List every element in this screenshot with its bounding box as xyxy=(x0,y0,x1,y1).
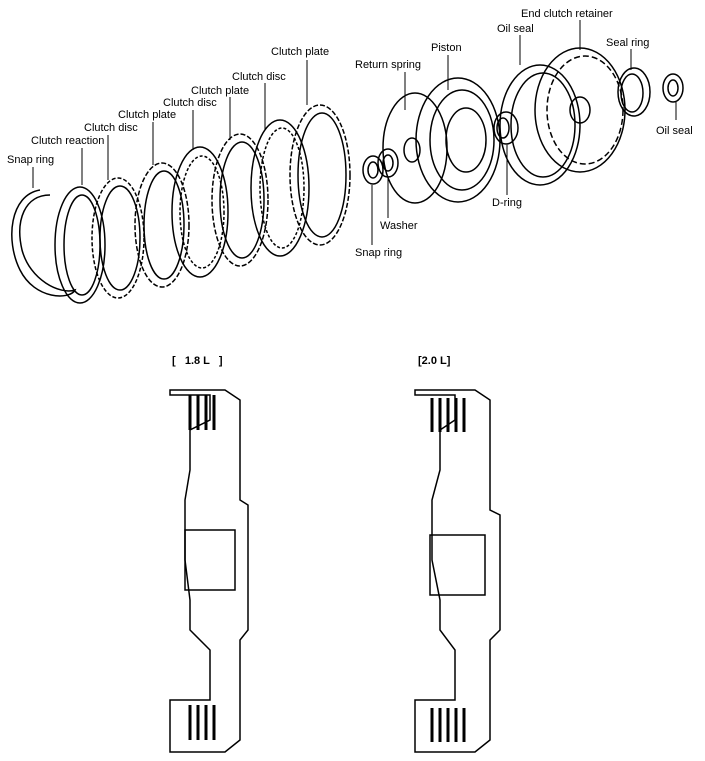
label-snap-ring-left: Snap ring xyxy=(7,154,55,166)
label-clutch-plate-1: Clutch plate xyxy=(118,109,177,121)
snap-ring-part xyxy=(11,189,77,297)
section-1-8l xyxy=(169,389,249,753)
label-clutch-reaction: Clutch reaction xyxy=(31,135,105,147)
label-oil-seal-top: Oil seal xyxy=(497,23,534,35)
oil-seal-right-part xyxy=(662,73,684,103)
label-oil-seal-right: Oil seal xyxy=(656,125,693,137)
leader-lines xyxy=(32,20,677,245)
section-title-2-0l: [2.0 L] xyxy=(418,355,451,367)
label-clutch-disc-3: Clutch disc xyxy=(232,71,286,83)
label-end-clutch-retainer: End clutch retainer xyxy=(521,8,613,20)
label-return-spring: Return spring xyxy=(355,59,422,71)
label-clutch-plate-2: Clutch plate xyxy=(191,85,250,97)
label-piston: Piston xyxy=(431,42,462,54)
section-2-0l xyxy=(414,389,501,753)
label-clutch-plate-3: Clutch plate xyxy=(271,46,330,58)
clutch-pack xyxy=(54,104,351,304)
piston-part xyxy=(415,77,501,203)
label-washer: Washer xyxy=(380,220,418,232)
label-d-ring: D-ring xyxy=(492,197,522,209)
snap-ring-washer-parts xyxy=(362,148,399,185)
label-clutch-disc-1: Clutch disc xyxy=(84,122,138,134)
label-seal-ring: Seal ring xyxy=(606,37,650,49)
d-ring-part xyxy=(493,111,519,145)
section-title-1-8l: [ 1.8 L ] xyxy=(172,355,223,367)
end-clutch-retainer-part xyxy=(534,47,626,173)
seal-ring-part xyxy=(617,67,651,117)
label-snap-ring-bottom: Snap ring xyxy=(355,247,403,259)
label-clutch-disc-2: Clutch disc xyxy=(163,97,217,109)
